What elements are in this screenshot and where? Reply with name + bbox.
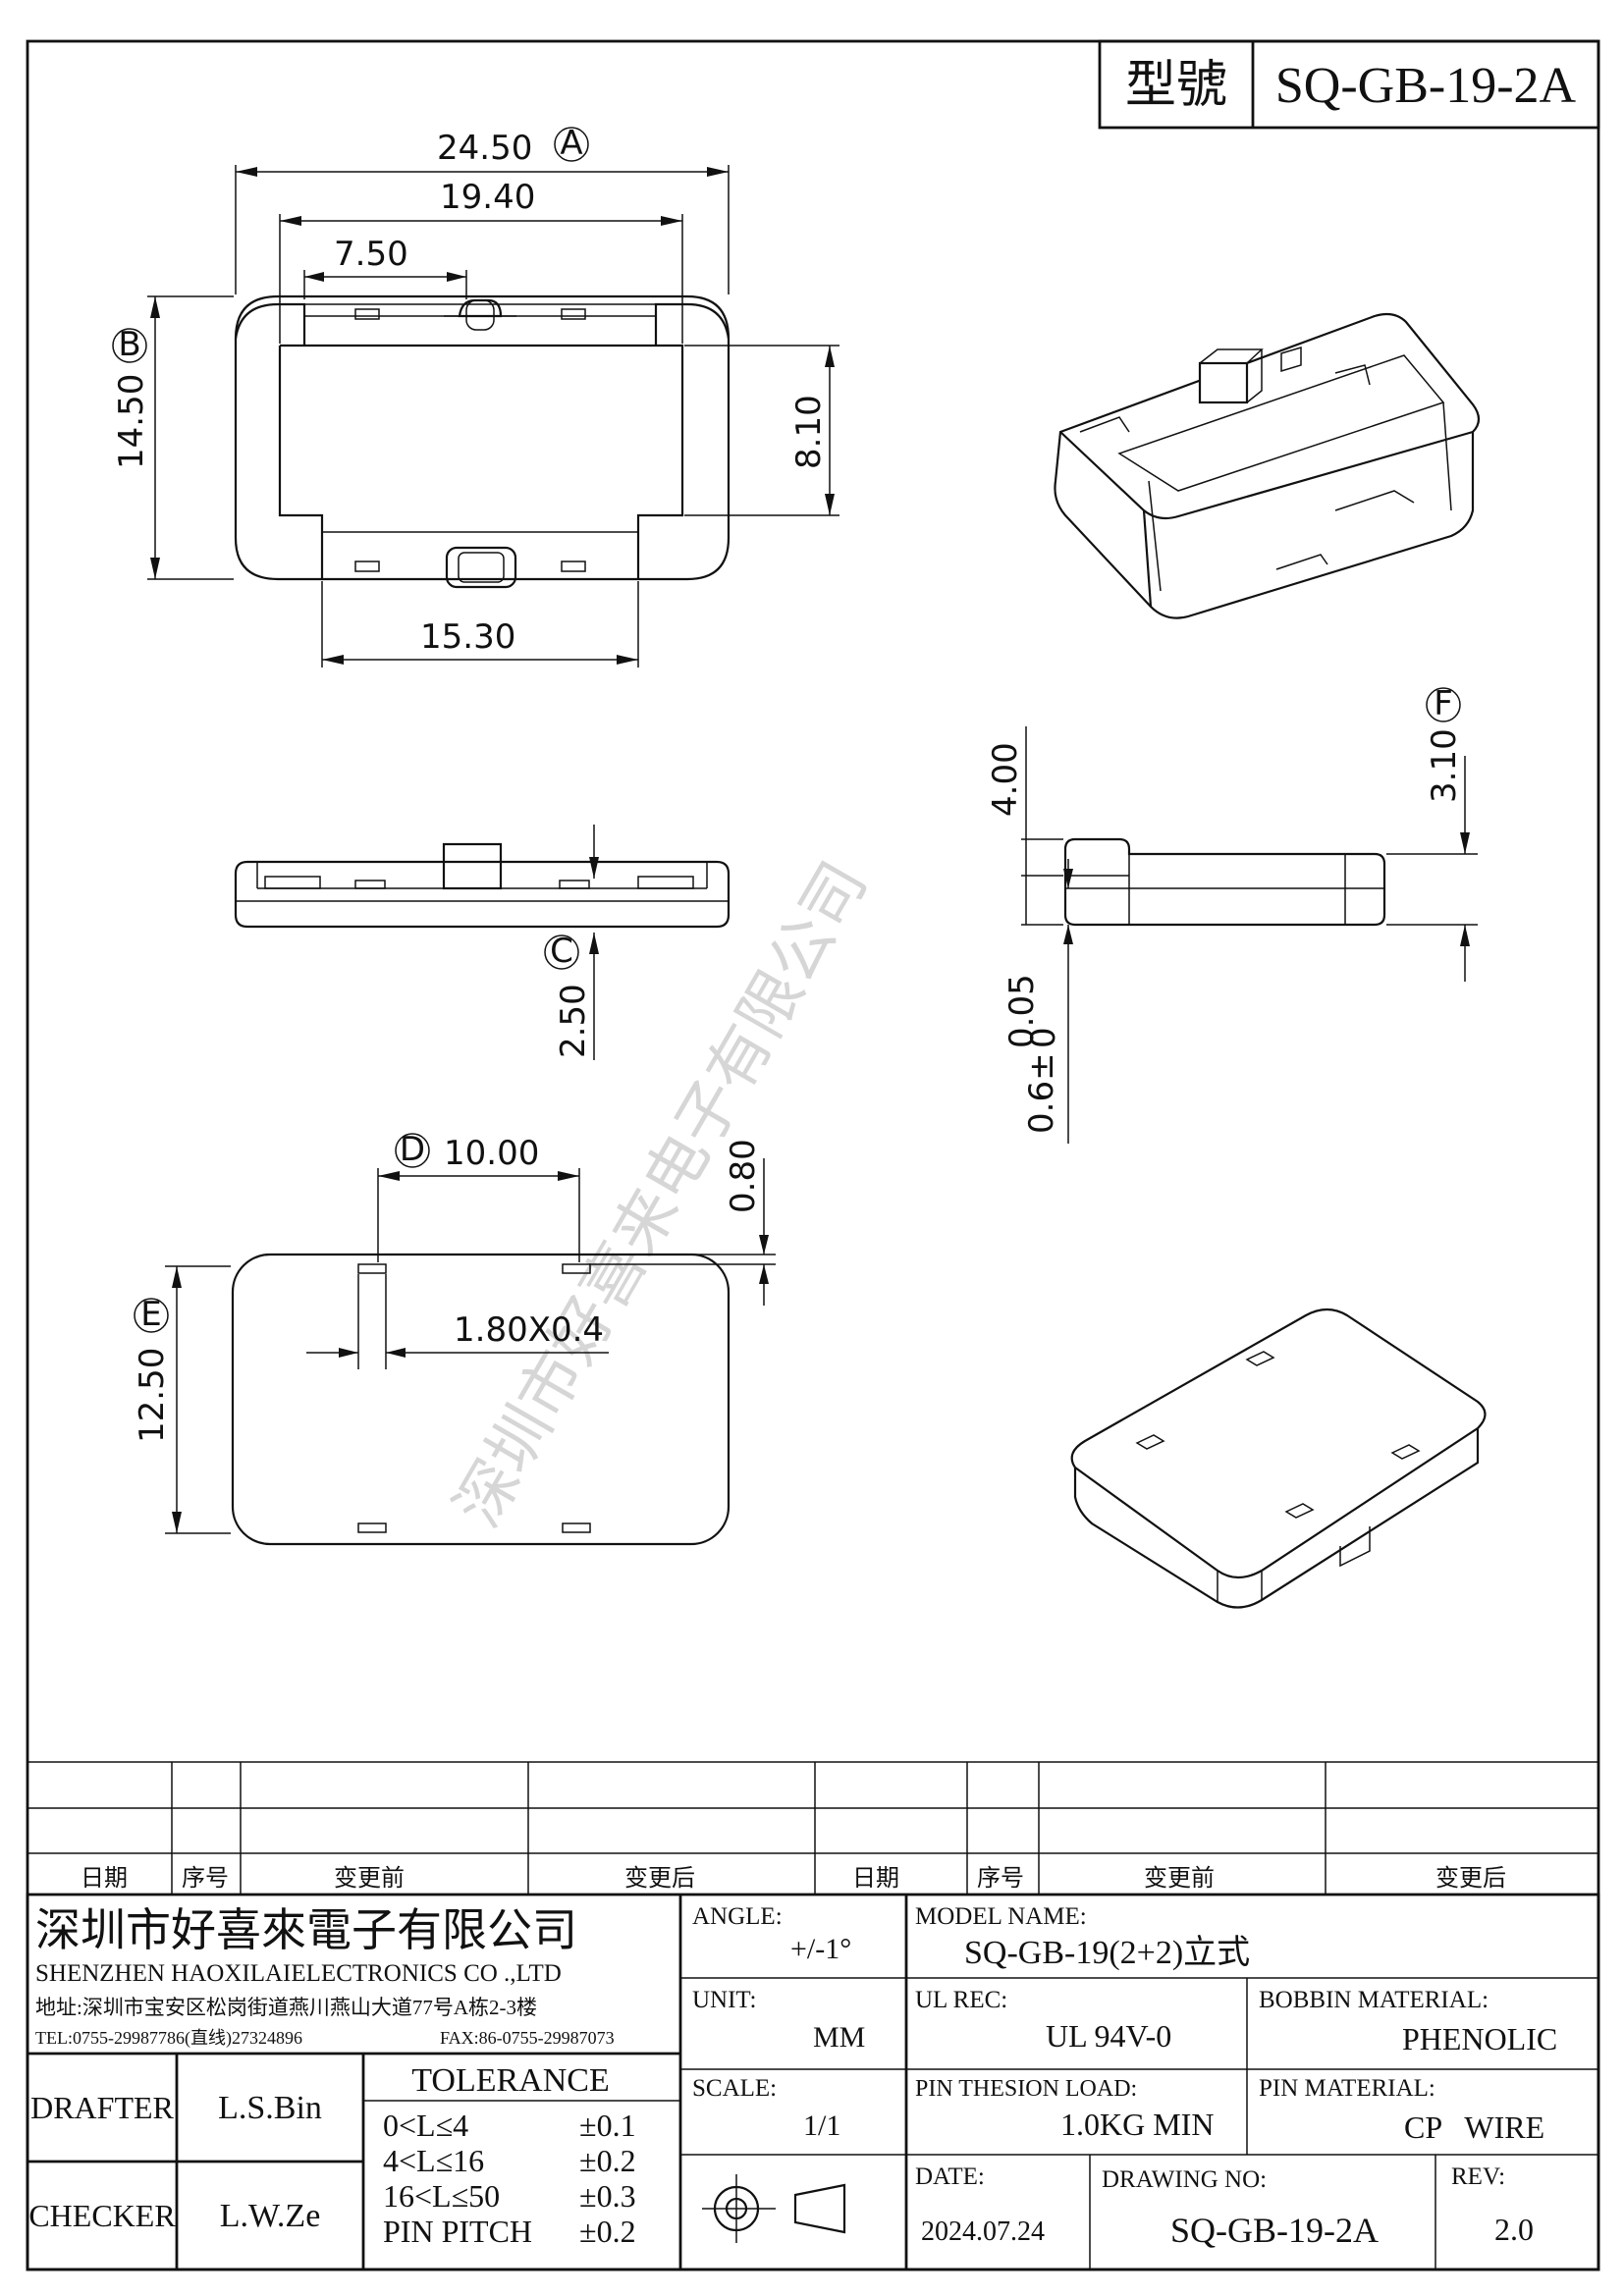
right-side-view — [1063, 837, 1386, 927]
title-block: 深圳市好喜來電子有限公司 SHENZHEN HAOXILAIELECTRONIC… — [26, 1893, 1600, 2271]
unit-label: UNIT: — [692, 1987, 756, 2013]
ul-label: UL REC: — [915, 1987, 1007, 2013]
rev-header-before-2: 变更前 — [1144, 1865, 1215, 1892]
drawing-no-label: DRAWING NO: — [1102, 2166, 1267, 2193]
dim-2-50: 2.50 — [554, 984, 593, 1058]
checker-value: L.W.Ze — [220, 2198, 321, 2234]
dim-15-30: 15.30 — [420, 617, 515, 657]
angle-value: +/-1° — [790, 1933, 851, 1965]
rev-header-date-2: 日期 — [852, 1866, 899, 1892]
tolerance-range-1: 0<L≤4 — [383, 2108, 468, 2143]
callout-b: B — [118, 325, 140, 364]
callout-f: F — [1434, 684, 1453, 723]
company-tel: TEL:0755-29987786(直线)27324896 — [35, 2028, 302, 2049]
rev-label: REV: — [1451, 2163, 1505, 2190]
pin-load-label: PIN THESION LOAD: — [915, 2076, 1137, 2102]
drafter-value: L.S.Bin — [218, 2090, 322, 2126]
side-view — [234, 842, 731, 929]
callout-e: E — [140, 1295, 161, 1334]
dim-8-10: 8.10 — [789, 395, 829, 469]
company-address: 地址:深圳市宝安区松岗街道燕川燕山大道77号A栋2-3楼 — [35, 1996, 537, 2019]
dim-19-40: 19.40 — [440, 178, 535, 217]
tolerance-title: TOLERANCE — [411, 2062, 609, 2099]
header-model-box: 型號 SQ-GB-19-2A — [1098, 39, 1600, 130]
rev-header-before-1: 变更前 — [334, 1865, 405, 1892]
header-model-value: SQ-GB-19-2A — [1275, 58, 1577, 114]
unit-value: MM — [813, 2021, 865, 2054]
header-model-label: 型號 — [1125, 58, 1227, 114]
pin-load-value: 1.0KG MIN — [1060, 2107, 1214, 2142]
pin-material-label: PIN MATERIAL: — [1259, 2075, 1435, 2102]
tolerance-value-4: ±0.2 — [579, 2214, 636, 2249]
rev-header-date-1: 日期 — [81, 1866, 128, 1892]
company-fax: FAX:86-0755-29987073 — [440, 2028, 615, 2048]
dim-slot: 1.80X0.4 — [454, 1310, 604, 1350]
drawing-no-value: SQ-GB-19-2A — [1170, 2211, 1379, 2250]
side-view-dimensions: C 2.50 — [544, 825, 599, 1060]
watermark-text: 深圳市好喜来电子有限公司 — [442, 850, 882, 1539]
callout-d: D — [400, 1130, 425, 1169]
pin-material-value: CP WIRE — [1404, 2109, 1544, 2145]
top-view-dimensions: 24.50 A 19.40 7.50 14.50 B 8.10 — [112, 124, 839, 667]
rev-header-after-2: 变更后 — [1435, 1865, 1506, 1892]
bobbin-label: BOBBIN MATERIAL: — [1259, 1987, 1489, 2013]
tolerance-range-2: 4<L≤16 — [383, 2143, 484, 2178]
date-value: 2024.07.24 — [921, 2216, 1045, 2247]
company-name-cn: 深圳市好喜來電子有限公司 — [35, 1905, 577, 1955]
dim-10-00: 10.00 — [444, 1134, 539, 1173]
tolerance-range-4: PIN PITCH — [383, 2214, 532, 2249]
bottom-view — [231, 1253, 731, 1546]
drafter-label: DRAFTER — [30, 2090, 174, 2125]
scale-label: SCALE: — [692, 2075, 777, 2102]
tolerance-value-3: ±0.3 — [579, 2178, 636, 2214]
dim-4-00: 4.00 — [986, 742, 1025, 817]
dim-0-80: 0.80 — [724, 1139, 763, 1213]
dim-12-50: 12.50 — [133, 1348, 172, 1443]
right-side-dimensions: 4.00 0.6± 0.05 0 3.10 F — [986, 684, 1478, 1144]
dim-7-50: 7.50 — [334, 235, 408, 274]
tolerance-value-1: ±0.1 — [579, 2108, 636, 2143]
callout-a: A — [560, 124, 582, 163]
angle-label: ANGLE: — [692, 1903, 783, 1930]
dim-24-50: 24.50 — [437, 129, 532, 168]
scale-value: 1/1 — [803, 2109, 840, 2142]
checker-label: CHECKER — [28, 2198, 176, 2233]
rev-header-seq-1: 序号 — [182, 1865, 229, 1892]
projection-symbol-icon — [702, 2174, 846, 2243]
date-label: DATE: — [915, 2163, 985, 2190]
iso-frame-view — [1054, 312, 1481, 619]
dim-0-6-tol-upper: 0.05 — [1002, 974, 1042, 1048]
dim-0-6-tol-lower: 0 — [1024, 1027, 1063, 1048]
rev-value: 2.0 — [1494, 2212, 1534, 2247]
tolerance-range-3: 16<L≤50 — [383, 2178, 500, 2214]
bottom-view-dimensions: D 10.00 0.80 1.80X0.4 12.50 E — [133, 1130, 776, 1534]
ul-value: UL 94V-0 — [1046, 2018, 1171, 2054]
dim-0-6: 0.6± — [1022, 1052, 1061, 1134]
model-name-label: MODEL NAME: — [915, 1903, 1087, 1930]
rev-header-after-1: 变更后 — [624, 1865, 695, 1892]
iso-plate-view — [1070, 1308, 1487, 1609]
tolerance-value-2: ±0.2 — [579, 2143, 636, 2178]
top-view — [234, 294, 731, 589]
callout-c: C — [550, 932, 573, 971]
model-name-value: SQ-GB-19(2+2)立式 — [964, 1934, 1250, 1971]
rev-header-seq-2: 序号 — [977, 1865, 1024, 1892]
bobbin-value: PHENOLIC — [1402, 2021, 1557, 2056]
company-name-en: SHENZHEN HAOXILAIELECTRONICS CO .,LTD — [35, 1960, 562, 1987]
revision-table: 日期 序号 变更前 变更后 日期 序号 变更前 变更后 — [27, 1761, 1599, 1896]
dim-3-10: 3.10 — [1425, 728, 1464, 803]
dim-14-50: 14.50 — [112, 374, 151, 469]
